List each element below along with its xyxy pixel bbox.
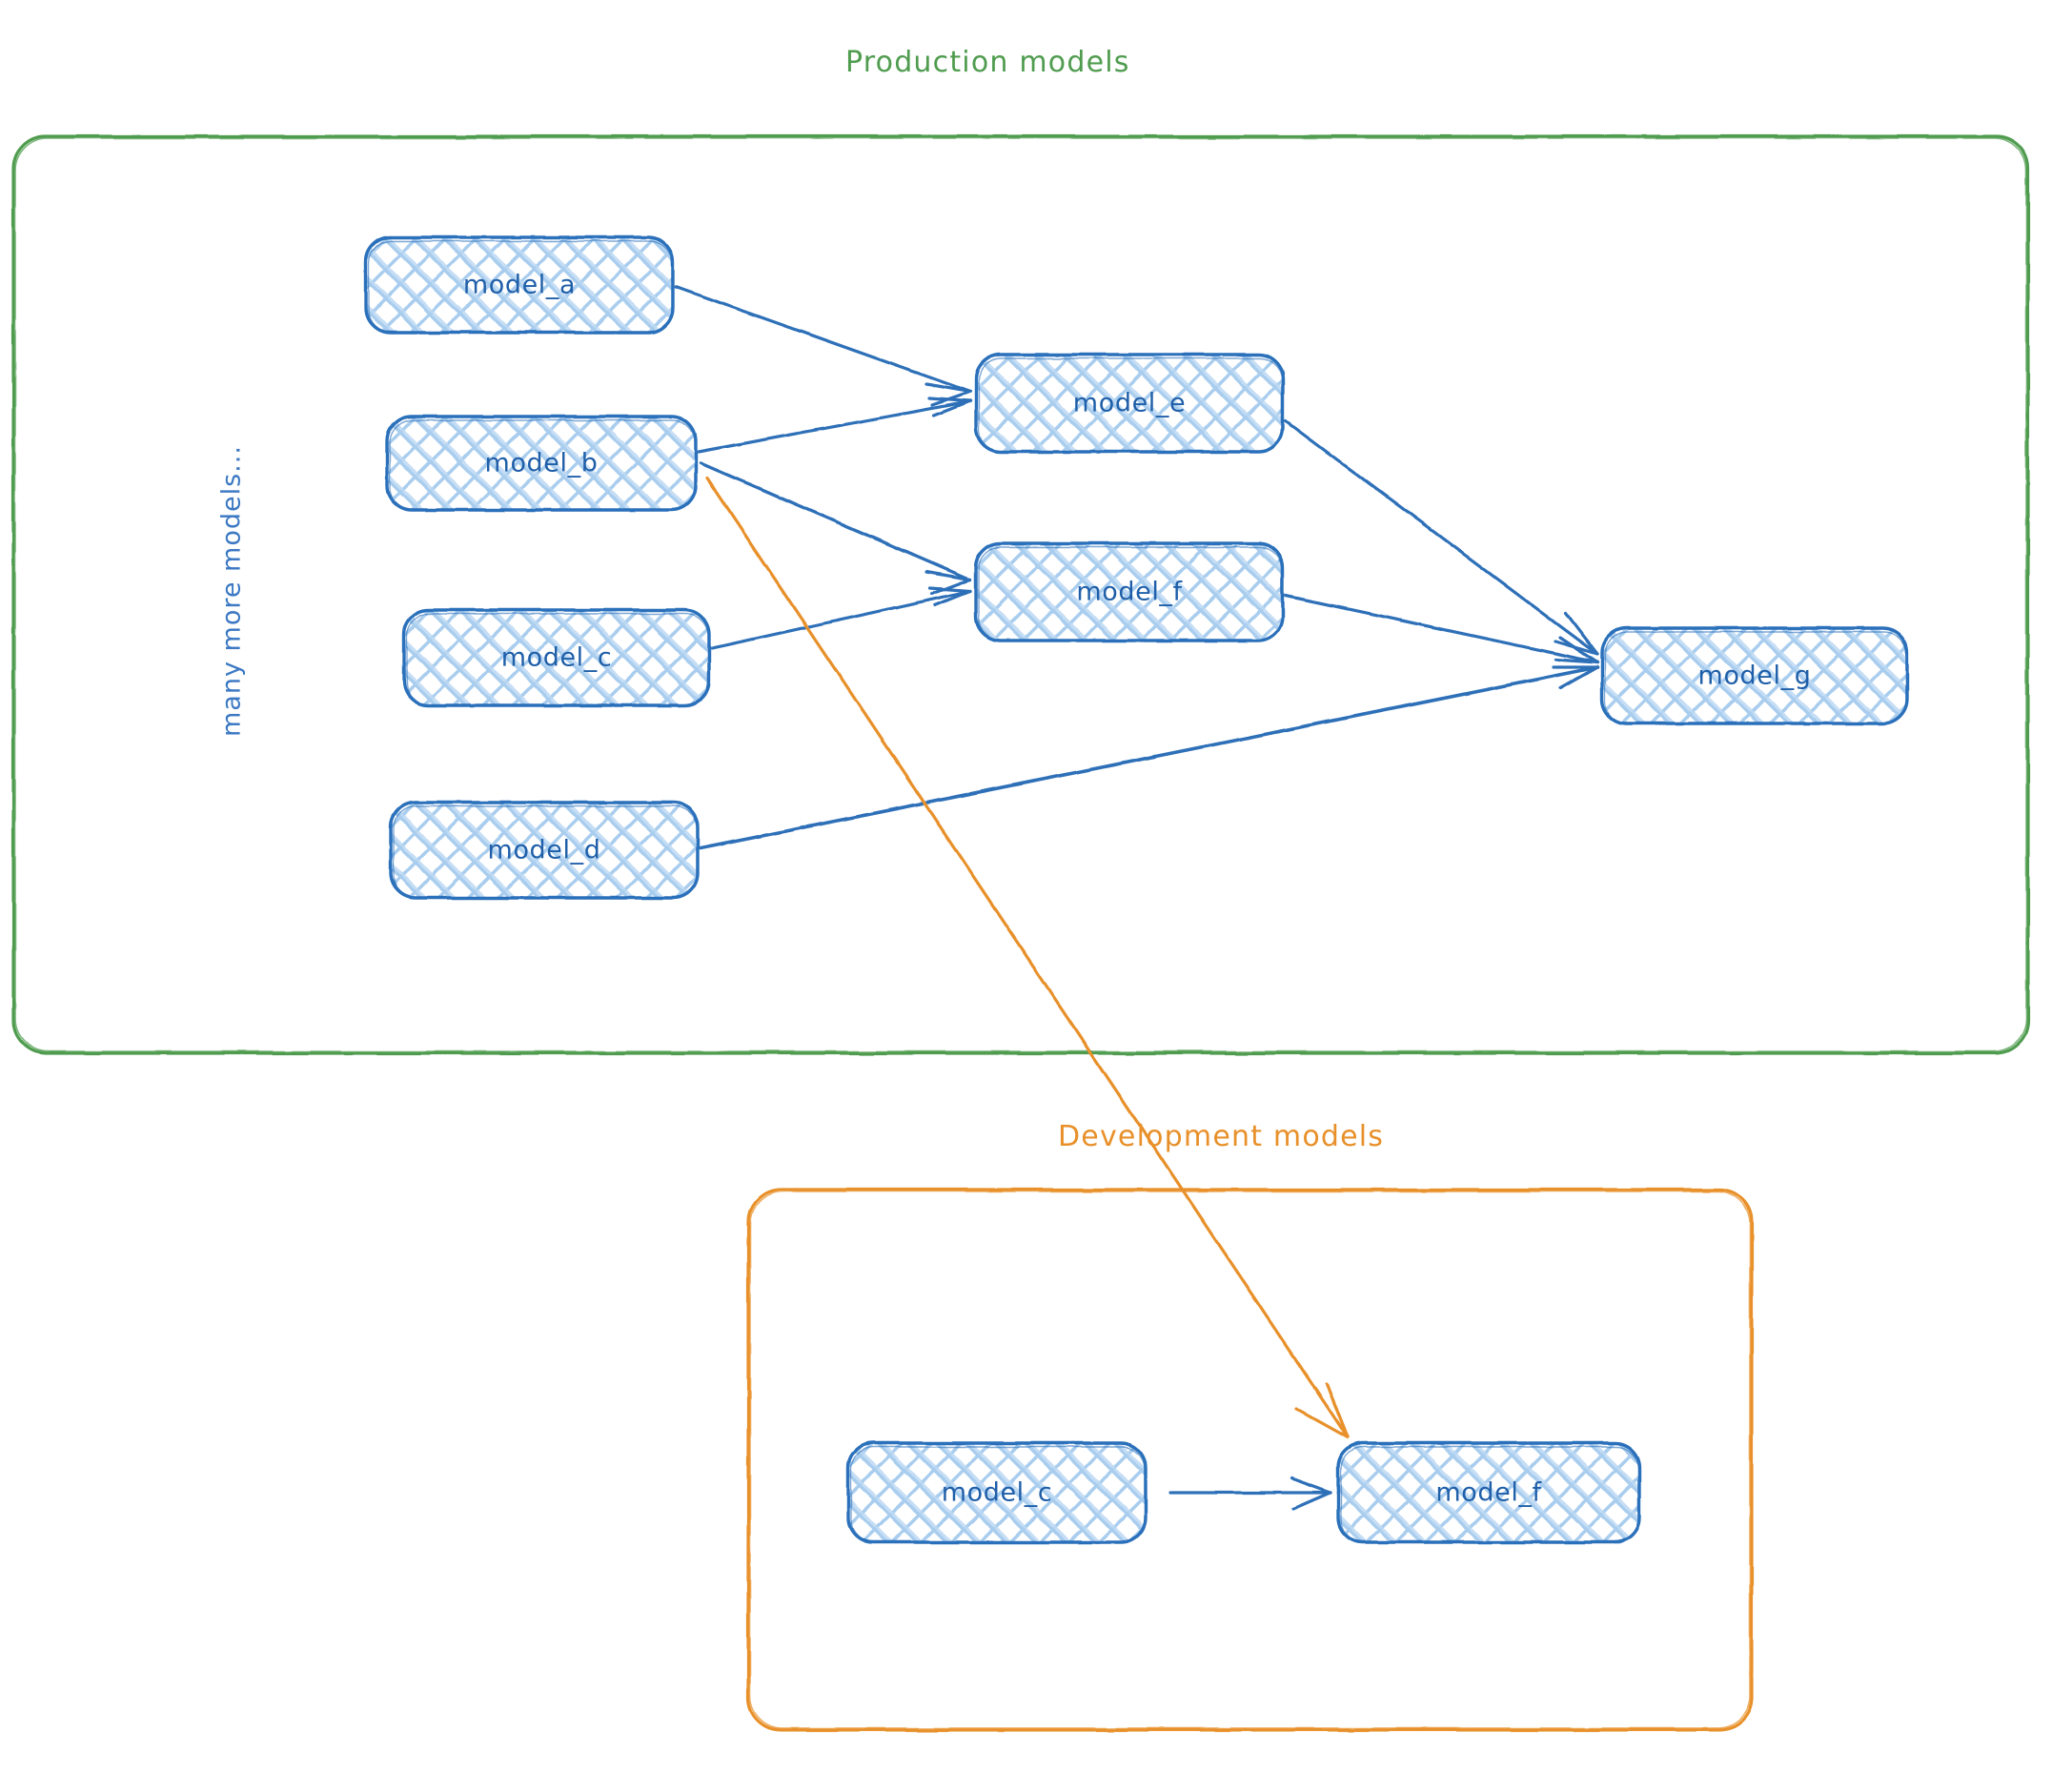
label-prod-model-d: model_d	[487, 835, 601, 865]
edge-model-b-to-model-e	[697, 397, 972, 454]
group-production-border	[11, 134, 2030, 1055]
label-prod-model-e: model_e	[1072, 388, 1187, 418]
label-prod-model-c: model_c	[500, 642, 613, 673]
label-prod-model-a: model_a	[462, 270, 577, 300]
edge-model-e-to-model-g	[1284, 419, 1599, 656]
many-more-models-note: many more models...	[216, 445, 247, 737]
label-prod-model-b: model_b	[484, 448, 599, 478]
group-production-border-2	[14, 137, 2027, 1052]
label-dev-model-f: model_f	[1435, 1477, 1542, 1508]
edge-model-f-to-model-g	[1284, 594, 1599, 664]
label-dev-model-c: model_c	[941, 1477, 1053, 1508]
edge-dev-model-c-to-dev-model-f	[1168, 1476, 1332, 1511]
production-group-title: Production models	[845, 46, 1130, 79]
edge-model-b-to-model-f	[699, 461, 972, 596]
development-group-title: Development models	[1058, 1120, 1385, 1153]
label-prod-model-f: model_f	[1076, 577, 1183, 607]
edge-model-d-to-model-g	[699, 665, 1599, 850]
edge-model-c-to-model-f	[710, 586, 972, 650]
label-prod-model-g: model_g	[1697, 661, 1812, 691]
edge-model-b-to-dev-model-f	[705, 476, 1350, 1439]
group-development-border	[746, 1188, 1754, 1732]
group-development-border-2	[749, 1191, 1751, 1729]
edge-model-a-to-model-e	[674, 285, 972, 407]
